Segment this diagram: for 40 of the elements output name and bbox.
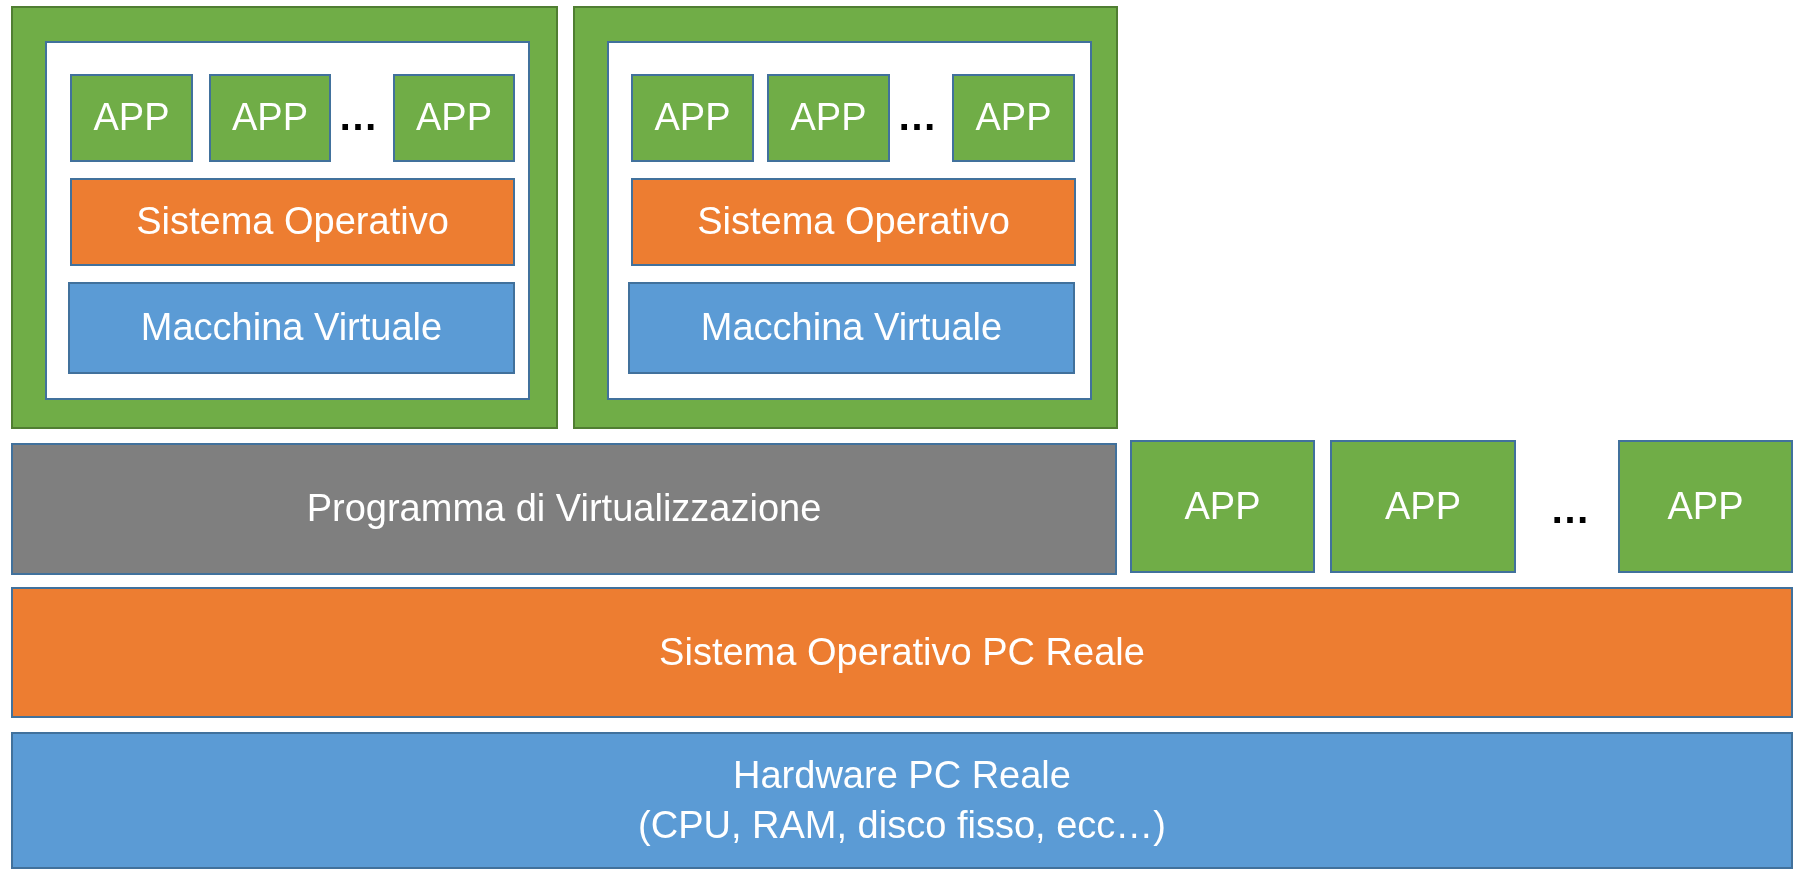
app-box bbox=[631, 74, 754, 162]
vm-panel bbox=[45, 41, 530, 400]
app-box bbox=[767, 74, 890, 162]
layer-label: Macchina Virtuale bbox=[140, 305, 443, 351]
vm-layer bbox=[628, 282, 1075, 374]
layer-label: APP bbox=[654, 95, 731, 141]
app-box bbox=[209, 74, 331, 162]
app-box bbox=[1130, 440, 1315, 573]
app-box bbox=[952, 74, 1075, 162]
layer-label: Sistema Operativo bbox=[136, 199, 449, 245]
os-layer bbox=[70, 178, 515, 266]
layer-label: Macchina Virtuale bbox=[700, 305, 1003, 351]
app-box bbox=[1330, 440, 1516, 573]
app-box bbox=[393, 74, 515, 162]
layer-label: APP bbox=[1384, 483, 1461, 529]
layer-label: APP bbox=[790, 95, 867, 141]
ellipsis-text: … bbox=[897, 93, 937, 139]
layer-label: APP bbox=[1667, 483, 1744, 529]
os-layer bbox=[631, 178, 1076, 266]
layer-label: APP bbox=[231, 95, 308, 141]
ellipsis-text: … bbox=[338, 93, 378, 139]
vm-layer bbox=[68, 282, 515, 374]
vm-frame bbox=[573, 6, 1118, 429]
hardware-layer bbox=[11, 732, 1793, 869]
layer-label: Sistema Operativo PC Reale bbox=[659, 629, 1145, 675]
layer-label: APP bbox=[93, 95, 170, 141]
hypervisor-layer bbox=[11, 443, 1117, 575]
app-box bbox=[70, 74, 193, 162]
layer-label: APP bbox=[415, 95, 492, 141]
layer-label: Programma di Virtualizzazione bbox=[306, 486, 822, 532]
layer-label: Sistema Operativo bbox=[697, 199, 1010, 245]
layer-label: (CPU, RAM, disco fisso, ecc…) bbox=[638, 802, 1166, 848]
layer-label: APP bbox=[975, 95, 1052, 141]
os-layer bbox=[11, 587, 1793, 718]
app-box bbox=[1618, 440, 1793, 573]
vm-panel bbox=[607, 41, 1092, 400]
vm-frame bbox=[11, 6, 558, 429]
ellipsis-text: … bbox=[1550, 486, 1590, 532]
layer-label: APP bbox=[1184, 483, 1261, 529]
layer-label: Hardware PC Reale bbox=[733, 753, 1071, 799]
